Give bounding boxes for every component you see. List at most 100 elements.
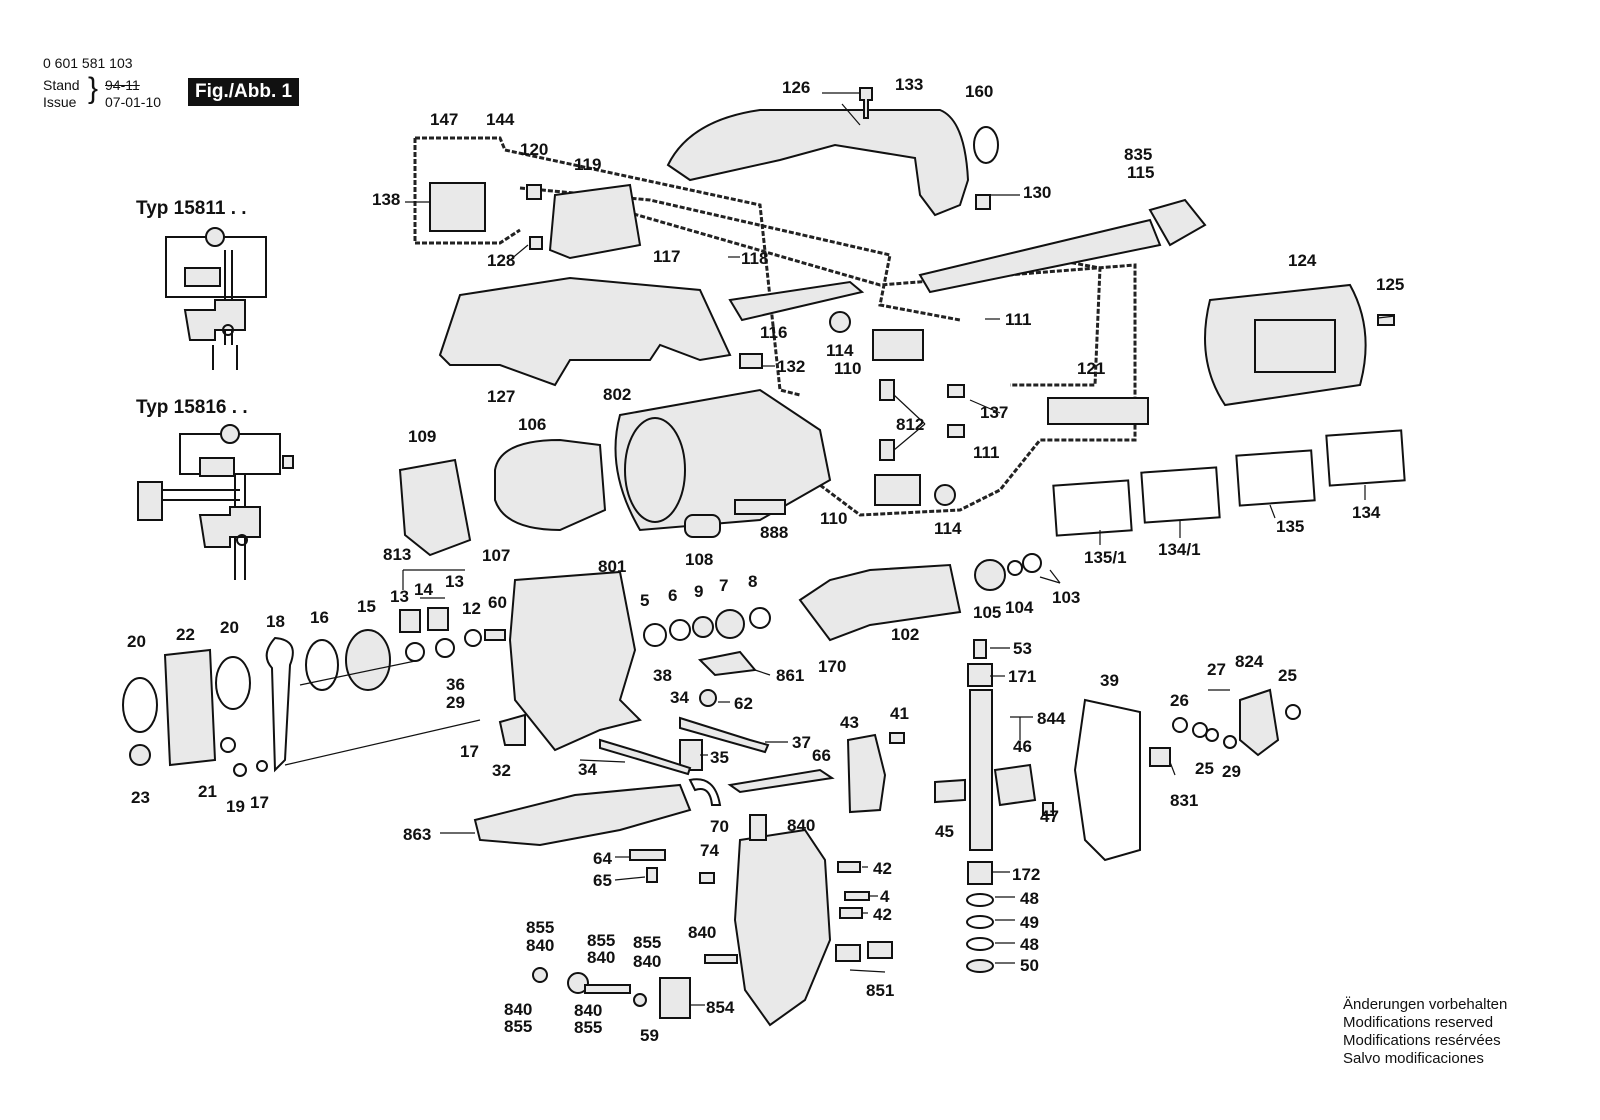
ring-part xyxy=(305,639,339,691)
spring-part xyxy=(947,384,965,398)
part-label: 855 xyxy=(633,933,661,952)
part-label: 42 xyxy=(873,859,892,878)
part-label: 840 xyxy=(633,952,661,971)
motor-schematic-icon xyxy=(165,227,267,370)
bearing-part xyxy=(829,311,851,333)
note-line: Modifications resérvées xyxy=(1343,1032,1501,1049)
bearing-part xyxy=(532,967,548,983)
part-label: 118 xyxy=(741,249,768,268)
bearing-part xyxy=(934,484,956,506)
part-label: 65 xyxy=(593,871,612,890)
label-plate xyxy=(1140,466,1221,524)
washer-part xyxy=(643,623,667,647)
housing-half xyxy=(438,276,732,387)
part-label: 117 xyxy=(653,247,680,266)
part-label: 21 xyxy=(198,782,217,801)
part-label: 134 xyxy=(1352,503,1381,522)
screw-part xyxy=(529,236,543,250)
part-label: 7 xyxy=(719,576,728,595)
bearing-part xyxy=(399,609,421,633)
ring-part xyxy=(215,656,251,710)
clip-part xyxy=(688,778,722,806)
guide-block xyxy=(993,763,1037,807)
brush-part xyxy=(684,514,721,538)
part-label: 812 xyxy=(896,415,924,434)
part-label: 102 xyxy=(891,625,919,644)
bushing-part xyxy=(967,861,993,885)
part-label: 110 xyxy=(820,509,847,528)
label-plate xyxy=(1325,429,1406,487)
part-label: 128 xyxy=(487,251,515,270)
pin-part xyxy=(584,984,631,994)
brace-icon: } xyxy=(88,72,99,105)
part-label: 29 xyxy=(1222,762,1241,781)
part-label: 38 xyxy=(653,666,672,685)
part-label: 110 xyxy=(834,359,861,378)
part-label: 43 xyxy=(840,713,859,732)
label-plate xyxy=(1235,449,1316,507)
part-label: 64 xyxy=(593,849,612,868)
type-label-2: Typ 15816 . . xyxy=(136,397,248,418)
part-label: 124 xyxy=(1288,251,1317,270)
part-label: 35 xyxy=(710,748,729,767)
part-label: 50 xyxy=(1020,956,1039,975)
part-label: 144 xyxy=(486,110,515,129)
part-label: 59 xyxy=(640,1026,659,1045)
switch-part xyxy=(874,474,921,506)
plug-part xyxy=(1148,198,1207,247)
part-label: 13 xyxy=(445,572,464,591)
screw-part xyxy=(859,87,873,119)
spring-part xyxy=(837,861,861,873)
guide-plate xyxy=(1073,698,1141,862)
part-label: 120 xyxy=(520,140,548,159)
part-label: 48 xyxy=(1020,935,1039,954)
part-label: 47 xyxy=(1040,807,1059,826)
part-label: 8 xyxy=(748,572,757,591)
part-label: 135 xyxy=(1276,517,1304,536)
part-label: 840 xyxy=(526,936,554,955)
part-label: 114 xyxy=(826,341,854,360)
part-label: 27 xyxy=(1207,660,1226,679)
brush-holder xyxy=(879,379,895,401)
part-label: 115 xyxy=(1127,163,1154,182)
part-label: 835 xyxy=(1124,145,1152,164)
part-label: 172 xyxy=(1012,865,1040,884)
part-label: 66 xyxy=(812,746,831,765)
screw-part xyxy=(1042,802,1054,816)
screw-part xyxy=(889,732,905,744)
part-label: 116 xyxy=(760,323,787,342)
block-part xyxy=(739,353,763,369)
label-plate xyxy=(734,499,786,515)
handle-grip xyxy=(728,280,865,322)
pin-part xyxy=(704,954,738,964)
gear-part xyxy=(345,629,391,691)
eccentric-part xyxy=(1239,688,1280,757)
part-label: 48 xyxy=(1020,889,1039,908)
part-label: 53 xyxy=(1013,639,1032,658)
part-label: 114 xyxy=(934,519,962,538)
note-line: Änderungen vorbehalten xyxy=(1343,996,1508,1013)
armature xyxy=(798,563,962,642)
part-label: 840 xyxy=(574,1001,602,1020)
capacitor-part xyxy=(429,182,486,232)
issue-label: Issue xyxy=(43,94,77,110)
seal-ring xyxy=(973,126,999,164)
nut-part xyxy=(699,689,717,707)
spring-part xyxy=(839,907,863,919)
brush-holder xyxy=(879,439,895,461)
part-label: 130 xyxy=(1023,183,1051,202)
motor-housing xyxy=(614,388,832,532)
part-label: 5 xyxy=(640,591,649,610)
handle-part xyxy=(666,109,970,217)
part-label: 74 xyxy=(700,841,719,860)
part-label: 840 xyxy=(587,948,615,967)
part-number: 0 601 581 103 xyxy=(43,55,133,71)
part-label: 22 xyxy=(176,625,195,644)
part-label: 37 xyxy=(792,733,811,752)
switch-part xyxy=(548,183,642,260)
pin-part xyxy=(749,814,767,841)
part-label: 831 xyxy=(1170,791,1198,810)
part-label: 26 xyxy=(1170,691,1189,710)
plunger-rod xyxy=(969,689,993,851)
part-label: 13 xyxy=(390,587,409,606)
